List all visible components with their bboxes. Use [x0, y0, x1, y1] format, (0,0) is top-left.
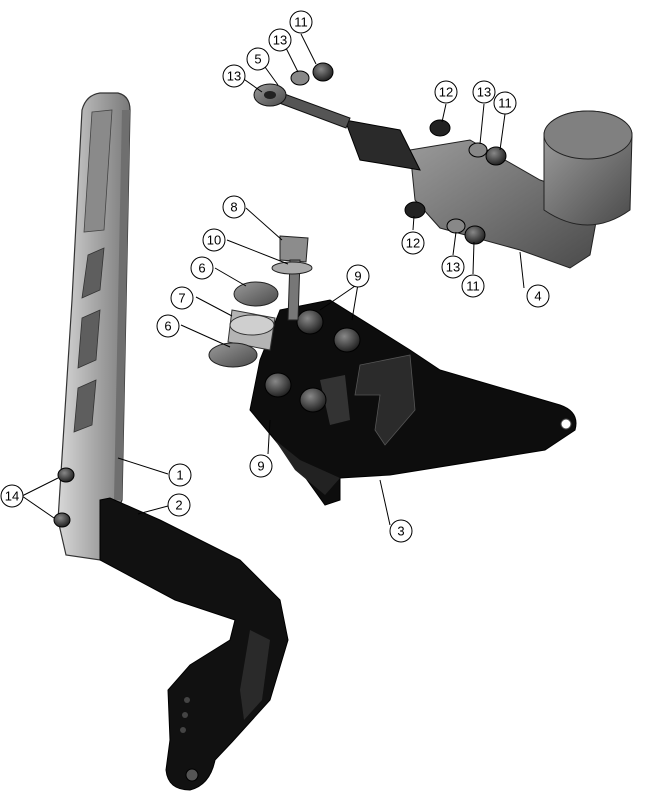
- callout-balloon-c8: 8: [222, 195, 246, 219]
- callout-balloon-c13b: 13: [222, 64, 246, 88]
- rod-end-lower: [208, 342, 258, 368]
- callout-label: 13: [477, 85, 491, 100]
- callout-balloon-c11a: 11: [289, 10, 313, 34]
- callout-balloon-c13a: 13: [268, 28, 292, 52]
- callout-balloon-c13d: 13: [441, 255, 465, 279]
- cylinder-nut-top-left: [312, 62, 334, 82]
- spacer-tube: [227, 309, 276, 351]
- bracket-nut-upper-left: [296, 309, 324, 335]
- bracket-nut-lower-left: [264, 372, 292, 398]
- callout-label: 6: [164, 319, 171, 334]
- cylinder-washer-top-left: [290, 70, 310, 86]
- callout-balloon-c10: 10: [202, 228, 226, 252]
- callout-balloon-c11b: 11: [493, 91, 517, 115]
- callout-label: 9: [354, 269, 361, 284]
- callout-balloon-c6b: 6: [156, 314, 180, 338]
- callout-label: 13: [446, 260, 460, 275]
- callout-balloon-c1: 1: [168, 463, 192, 487]
- pedal-arm: [57, 92, 131, 561]
- callout-label: 12: [439, 85, 453, 100]
- pedal-link-arm: [99, 497, 289, 791]
- pivot-bolt-upper: [57, 467, 75, 483]
- callout-balloon-c14: 14: [0, 484, 24, 508]
- callout-balloon-c12a: 12: [434, 80, 458, 104]
- callout-label: 11: [466, 279, 480, 294]
- callout-balloon-c11c: 11: [461, 274, 485, 298]
- cylinder-nut-lower-right: [464, 225, 486, 245]
- callout-balloon-c2: 2: [167, 493, 191, 517]
- bracket-nut-upper-right: [333, 327, 361, 353]
- callout-balloon-c9a: 9: [346, 264, 370, 288]
- cylinder-seal-lower: [404, 201, 426, 219]
- callout-label: 3: [397, 524, 404, 539]
- callout-label: 4: [534, 289, 541, 304]
- callout-label: 9: [257, 459, 264, 474]
- callout-balloon-c6a: 6: [190, 256, 214, 280]
- mounting-bracket: [249, 299, 577, 506]
- callout-balloon-c13c: 13: [472, 80, 496, 104]
- callout-balloon-c7: 7: [170, 286, 194, 310]
- rod-end-upper: [233, 281, 279, 307]
- cylinder-washer-upper-right: [468, 142, 488, 158]
- callout-balloon-c12b: 12: [401, 231, 425, 255]
- cylinder-washer-lower-right: [446, 218, 466, 234]
- callout-label: 6: [198, 261, 205, 276]
- callout-label: 5: [254, 52, 261, 67]
- callout-balloon-c5: 5: [246, 47, 270, 71]
- cylinder-seal-upper: [429, 119, 451, 137]
- callout-label: 10: [207, 233, 221, 248]
- callout-balloon-c9b: 9: [249, 454, 273, 478]
- clevis-bolt: [279, 235, 309, 321]
- callout-balloon-c4: 4: [526, 284, 550, 308]
- callout-label: 14: [5, 489, 19, 504]
- pushrod-boot: [344, 119, 421, 171]
- callout-label: 8: [230, 200, 237, 215]
- callout-label: 13: [227, 69, 241, 84]
- cylinder-nut-upper-right: [485, 146, 507, 166]
- callout-label: 2: [175, 498, 182, 513]
- callout-label: 12: [406, 236, 420, 251]
- callout-label: 11: [294, 15, 308, 30]
- callout-label: 13: [273, 33, 287, 48]
- callout-balloon-c3: 3: [389, 519, 413, 543]
- callout-label: 1: [176, 468, 183, 483]
- pushrod-clevis-eye: [253, 83, 287, 107]
- clevis-washer: [271, 261, 313, 275]
- bracket-nut-lower-right: [299, 387, 327, 413]
- callout-label: 7: [178, 291, 185, 306]
- pivot-bolt-lower: [53, 512, 71, 528]
- callout-label: 11: [498, 96, 512, 111]
- master-cylinder-body: [409, 110, 633, 269]
